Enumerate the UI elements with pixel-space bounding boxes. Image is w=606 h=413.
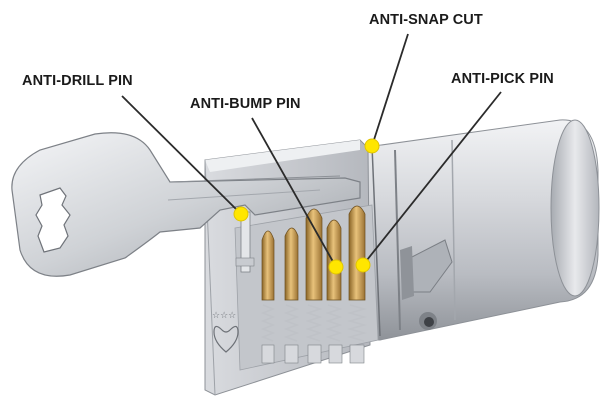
fixing-screw-hole	[419, 312, 437, 330]
pin-stack	[235, 205, 367, 364]
marker-anti-snap	[364, 138, 380, 154]
pointer-anti-pick	[362, 91, 502, 266]
kitemark-emblem: ☆☆☆	[212, 311, 239, 353]
callout-pointers	[121, 33, 502, 268]
marker-anti-drill	[233, 206, 249, 222]
pointer-anti-snap	[371, 33, 409, 147]
callout-markers	[233, 138, 380, 275]
label-anti-pick-pin: ANTI-PICK PIN	[451, 71, 554, 87]
svg-text:☆☆☆: ☆☆☆	[212, 311, 236, 321]
pointer-anti-drill	[121, 95, 242, 215]
label-anti-bump-pin: ANTI-BUMP PIN	[190, 96, 301, 112]
cylinder-body	[359, 119, 600, 341]
label-anti-snap-cut: ANTI-SNAP CUT	[369, 12, 483, 28]
marker-anti-pick	[355, 257, 371, 273]
key	[11, 132, 361, 277]
label-anti-drill-pin: ANTI-DRILL PIN	[22, 73, 133, 89]
marker-anti-bump	[328, 259, 344, 275]
cam	[400, 239, 453, 300]
pointer-anti-bump	[251, 117, 337, 268]
